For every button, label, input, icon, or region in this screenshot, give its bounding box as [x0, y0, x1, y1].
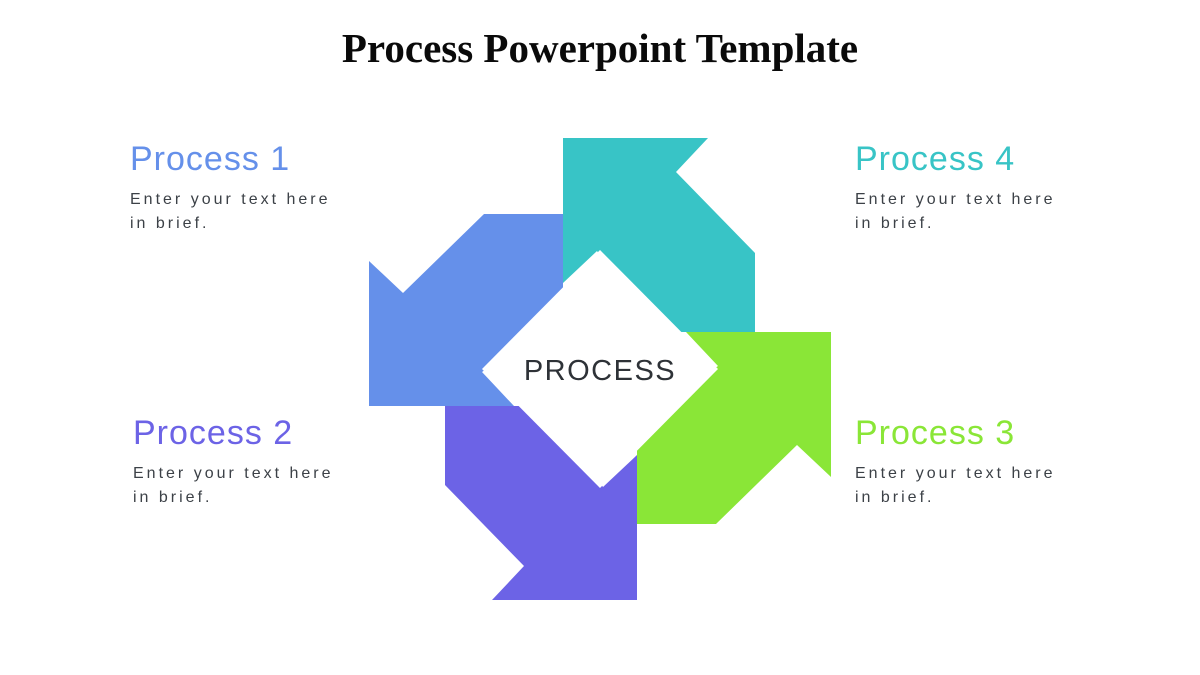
process-1-description: Enter your text here in brief.: [130, 188, 390, 236]
process-1-arrow: [369, 214, 563, 406]
description-line: in brief.: [133, 489, 213, 506]
process-4-description: Enter your text here in brief.: [855, 188, 1115, 236]
process-4-title: Process 4: [855, 140, 1016, 178]
description-line: in brief.: [855, 489, 935, 506]
process-3-title: Process 3: [855, 414, 1016, 452]
process-1-title: Process 1: [130, 140, 291, 178]
description-line: Enter your text here: [133, 465, 334, 482]
process-3-description: Enter your text here in brief.: [855, 462, 1115, 510]
process-3-label-block: Process 3 Enter your text here in brief.: [855, 412, 1115, 510]
process-4-label-block: Process 4 Enter your text here in brief.: [855, 138, 1115, 236]
process-2-label-block: Process 2 Enter your text here in brief.: [133, 412, 393, 510]
center-diamond: [482, 250, 718, 488]
process-2-arrow: [445, 406, 637, 600]
process-2-description: Enter your text here in brief.: [133, 462, 393, 510]
process-3-arrow: [637, 332, 831, 524]
center-label: PROCESS: [524, 355, 676, 387]
slide-title: Process Powerpoint Template: [341, 25, 859, 71]
description-line: Enter your text here: [855, 191, 1056, 208]
description-line: in brief.: [130, 215, 210, 232]
process-2-title: Process 2: [133, 414, 294, 452]
description-line: in brief.: [855, 215, 935, 232]
description-line: Enter your text here: [130, 191, 331, 208]
process-1-label-block: Process 1 Enter your text here in brief.: [130, 138, 390, 236]
process-4-arrow: [563, 138, 755, 332]
description-line: Enter your text here: [855, 465, 1056, 482]
